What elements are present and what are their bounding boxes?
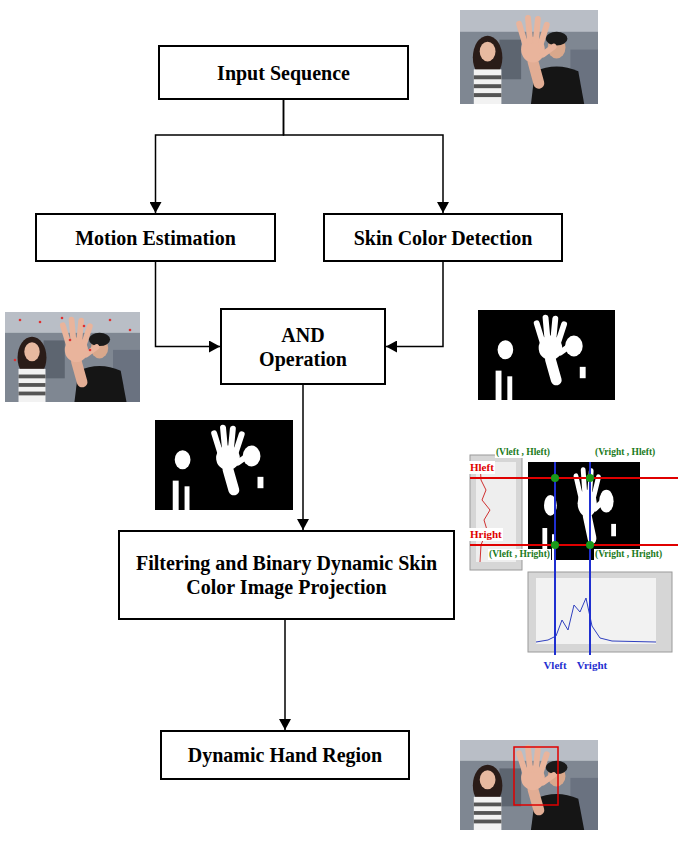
corner-label: (Vleft , Hright) xyxy=(488,549,551,560)
input-box: Input Sequence xyxy=(158,45,409,100)
output-box: Dynamic Hand Region xyxy=(160,730,410,780)
flow-arrow xyxy=(302,385,304,530)
flow-arrow xyxy=(156,100,284,213)
projection-figure xyxy=(470,455,678,655)
process-box: Skin Color Detection xyxy=(323,213,563,262)
node-label: Motion Estimation xyxy=(75,226,236,250)
axis-label: Hleft xyxy=(469,461,495,474)
axis-label: Hright xyxy=(469,528,503,541)
flow-arrow xyxy=(156,262,221,347)
node-label: AND Operation xyxy=(248,323,358,371)
flow-arrow xyxy=(386,262,443,347)
flow-arrow xyxy=(284,620,286,730)
node-label: Filtering and Binary Dynamic Skin Color … xyxy=(129,551,444,599)
flow-arrow xyxy=(284,100,444,213)
process-box: Filtering and Binary Dynamic Skin Color … xyxy=(118,530,455,620)
corner-label: (Vleft , Hleft) xyxy=(495,447,551,458)
node-label: Skin Color Detection xyxy=(354,226,533,250)
input-photo xyxy=(460,10,598,104)
axis-label: Vleft xyxy=(542,659,567,672)
node-label: Input Sequence xyxy=(217,61,350,85)
corner-label: (Vright , Hleft) xyxy=(594,447,656,458)
operation-box: AND Operation xyxy=(220,308,386,385)
skin-mask xyxy=(478,310,615,400)
and-mask xyxy=(155,420,293,510)
motion-photo xyxy=(5,312,140,402)
corner-label: (Vright , Hright) xyxy=(594,549,663,560)
result-photo xyxy=(460,740,598,830)
node-label: Dynamic Hand Region xyxy=(188,743,382,767)
process-box: Motion Estimation xyxy=(35,213,276,262)
axis-label: Vright xyxy=(576,659,608,672)
